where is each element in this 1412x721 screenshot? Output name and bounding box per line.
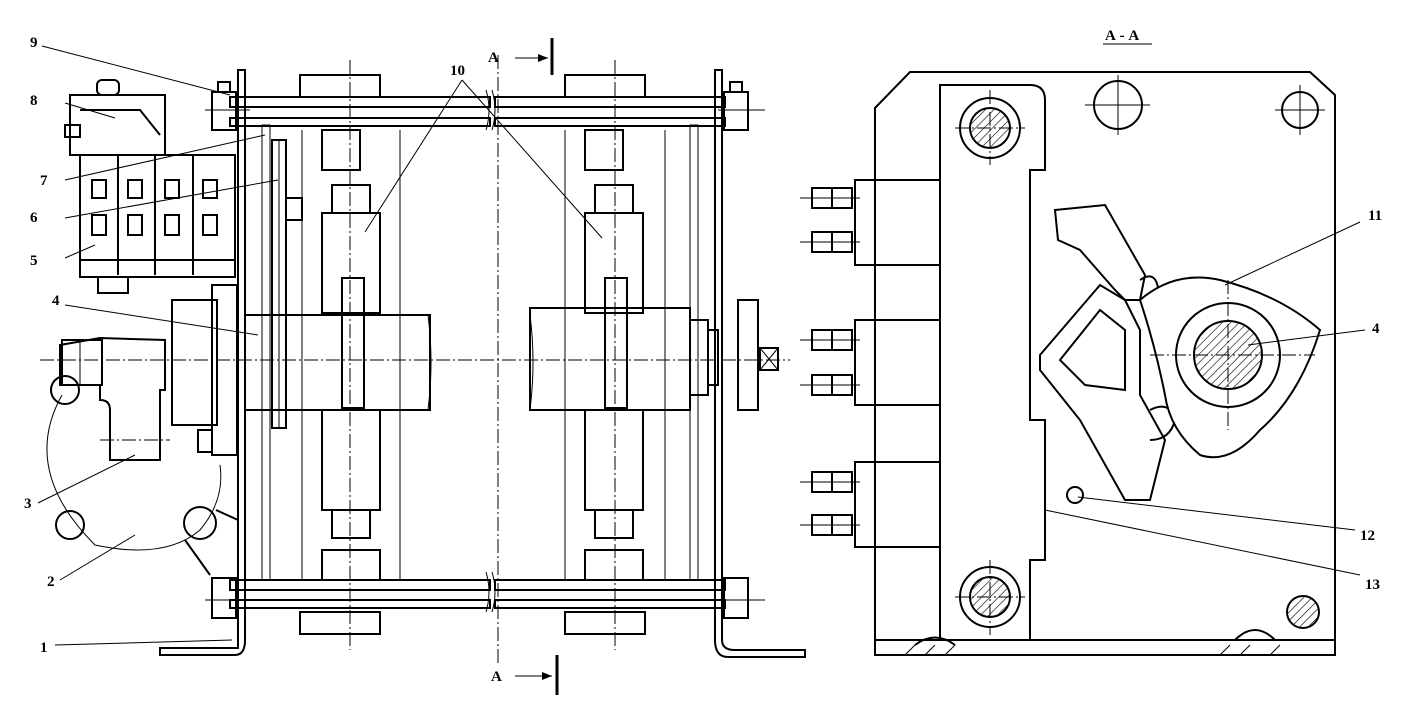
top-rod-left — [229, 96, 491, 108]
leader-label-5: 5 — [30, 253, 38, 269]
cam2-top-cap — [564, 74, 646, 98]
bolt-bottom-right — [723, 577, 749, 619]
cam2-slot — [594, 184, 634, 214]
top-rod-right — [494, 96, 726, 108]
leader-label-2: 2 — [47, 574, 55, 590]
leader-label-10: 10 — [450, 63, 465, 79]
break-line-bottom — [485, 571, 496, 613]
main-shaft-left — [244, 314, 431, 411]
front-view — [40, 38, 806, 695]
base-frame-right — [714, 69, 806, 658]
main-shaft-right — [529, 307, 691, 411]
side-plate — [211, 284, 238, 456]
cam1-slot — [331, 184, 371, 214]
switch-block — [79, 154, 236, 261]
housing-outline — [874, 71, 1336, 656]
top-rod-left-2 — [229, 117, 491, 127]
contact-block-1 — [854, 179, 941, 266]
bolt-bottom-left — [211, 577, 237, 619]
leader-label-6: 6 — [30, 210, 38, 226]
leader-label-4: 4 — [52, 293, 60, 309]
spring-link — [184, 509, 239, 576]
cam2-body-lower — [584, 409, 644, 511]
shaft-end-square — [759, 347, 779, 371]
contact-block-3 — [854, 461, 941, 548]
bolt-top-right — [723, 91, 749, 131]
side-bolt — [197, 429, 213, 453]
leader-label-8: 8 — [30, 93, 38, 109]
shaft-key-right — [604, 277, 628, 409]
bottom-rod-left — [229, 579, 491, 591]
inner-plate — [939, 84, 1046, 641]
contact-block-2 — [854, 319, 941, 406]
leader-label-4-section: 4 — [1372, 321, 1380, 337]
actuator-bracket — [59, 336, 166, 461]
rocker-body — [1039, 283, 1167, 501]
section-mark-label-bottom: А — [491, 669, 502, 685]
cam2-bottom-cap — [564, 611, 646, 635]
leader-lines — [37, 45, 1366, 646]
disc-screw — [285, 197, 303, 221]
leader-label-12: 12 — [1360, 528, 1375, 544]
terminal-screws — [811, 187, 853, 536]
leader-label-7: 7 — [40, 173, 48, 189]
stop-pin — [1066, 486, 1084, 504]
labels: А - А А А 1 2 3 4 5 6 7 8 9 10 11 4 12 1… — [24, 28, 1382, 685]
cam1-bottom-block — [321, 549, 381, 581]
spring-arc — [46, 394, 222, 551]
rod-section-corner — [1286, 595, 1320, 629]
section-view — [800, 43, 1336, 656]
bolt-top-right-head — [729, 81, 743, 93]
leader-label-13: 13 — [1365, 577, 1380, 593]
cam2-upper-block — [584, 129, 624, 171]
section-mark-label-top: А — [488, 50, 499, 66]
leader-label-11: 11 — [1368, 208, 1382, 224]
leader-label-9: 9 — [30, 35, 38, 51]
spring-pin-top — [50, 375, 80, 405]
shaft-key-left — [341, 277, 365, 409]
cam1-bottom-cap — [299, 611, 381, 635]
base-frame-left — [159, 69, 246, 656]
cam1-body-upper — [321, 212, 381, 314]
cam2-body-upper — [584, 212, 644, 314]
bottom-rod-right — [494, 579, 726, 591]
cam2-lower-slot — [594, 509, 634, 539]
leader-label-1: 1 — [40, 640, 48, 656]
side-bracket — [171, 299, 218, 426]
spring-pin-right — [183, 506, 217, 540]
bottom-rod-right-2 — [494, 599, 726, 609]
break-line-shaft-right — [529, 314, 534, 411]
leader-label-3: 3 — [24, 496, 32, 512]
spring-pin-left — [55, 510, 85, 540]
bolt-top-left-head — [217, 81, 231, 93]
shaft-end-collar — [689, 319, 709, 396]
shaft-end-bracket — [737, 299, 759, 411]
cam1-body-lower — [321, 409, 381, 511]
bottom-rod-left-2 — [229, 599, 491, 609]
cam1-top-cap — [299, 74, 381, 98]
cam1-lower-slot — [331, 509, 371, 539]
section-title: А - А — [1105, 28, 1139, 44]
cam2-bottom-block — [584, 549, 644, 581]
cam1-upper-block — [321, 129, 361, 171]
